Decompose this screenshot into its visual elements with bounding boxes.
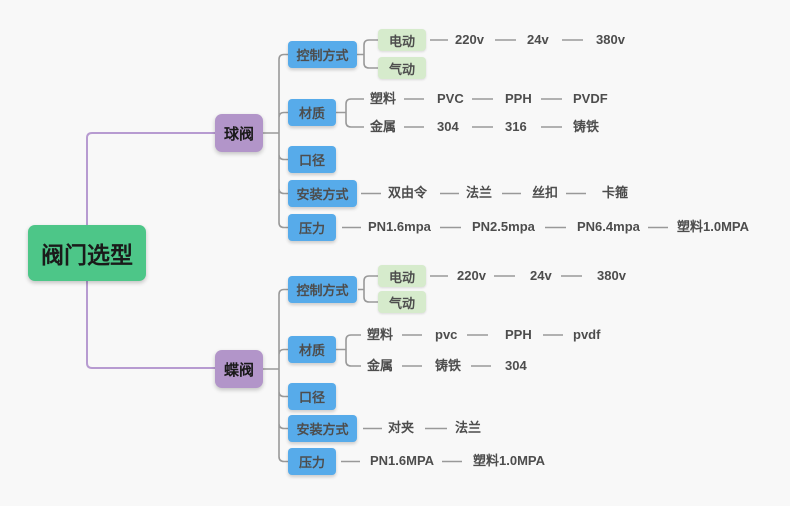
leaf-node[interactable]: 丝扣 [532, 185, 559, 200]
leaf-connectors [341, 39, 668, 463]
leaf-node[interactable]: PN2.5mpa [472, 219, 535, 234]
leaf-node[interactable]: 塑料1.0MPA [473, 453, 545, 468]
leaf-node[interactable]: 220v [455, 32, 484, 47]
fork-connectors [335, 39, 378, 367]
leaf-node[interactable]: 304 [505, 358, 527, 373]
leaf-node[interactable]: 塑料 [367, 327, 394, 342]
leaf-node[interactable]: 法兰 [466, 185, 493, 200]
leaf-node[interactable]: 24v [530, 268, 552, 283]
ball-valve-bus-connector [263, 53, 288, 229]
branch-ball-valve[interactable]: 球阀 [215, 114, 263, 152]
leaf-node[interactable]: PN1.6MPA [370, 453, 435, 468]
leaf-node[interactable]: 塑料1.0MPA [677, 219, 749, 234]
topic-butterfly-material[interactable]: 材质 [288, 336, 336, 363]
leaf-node[interactable]: 卡箍 [602, 185, 629, 200]
topic-ball-diameter[interactable]: 口径 [288, 146, 336, 173]
topic-butterfly-control-mode[interactable]: 控制方式 [288, 276, 357, 303]
butterfly-valve-bus-connector [263, 288, 288, 463]
leaf-node[interactable]: PVC [437, 91, 464, 106]
leaf-node[interactable]: pvdf [573, 327, 601, 342]
leaf-node[interactable]: 380v [597, 268, 626, 283]
leaf-node[interactable]: 铸铁 [435, 358, 462, 373]
leaf-node[interactable]: 220v [457, 268, 486, 283]
subtopic-butterfly-electric[interactable]: 电动 [378, 265, 426, 287]
leaf-node[interactable]: 塑料 [370, 91, 397, 106]
leaf-node[interactable]: PVDF [573, 91, 608, 106]
leaf-node[interactable]: 380v [596, 32, 625, 47]
topic-butterfly-pressure[interactable]: 压力 [288, 448, 336, 475]
leaf-node[interactable]: 24v [527, 32, 549, 47]
topic-butterfly-installation[interactable]: 安装方式 [288, 415, 357, 442]
branch-butterfly-valve[interactable]: 蝶阀 [215, 350, 263, 388]
subtopic-ball-electric[interactable]: 电动 [378, 29, 426, 51]
leaf-node[interactable]: 316 [505, 119, 527, 134]
topic-ball-material[interactable]: 材质 [288, 99, 336, 126]
topic-ball-pressure[interactable]: 压力 [288, 214, 336, 241]
root-topic-valve-selection[interactable]: 阀门选型 [28, 225, 146, 281]
subtopic-ball-pneumatic[interactable]: 气动 [378, 57, 426, 79]
leaf-node[interactable]: PN1.6mpa [368, 219, 431, 234]
topic-ball-installation[interactable]: 安装方式 [288, 180, 357, 207]
leaf-node[interactable]: 金属 [367, 358, 394, 373]
leaf-node[interactable]: PN6.4mpa [577, 219, 640, 234]
leaf-node[interactable]: 304 [437, 119, 459, 134]
leaf-node[interactable]: 对夹 [388, 420, 415, 435]
leaf-node[interactable]: 铸铁 [573, 119, 600, 134]
leaf-node[interactable]: 金属 [370, 119, 397, 134]
subtopic-butterfly-pneumatic[interactable]: 气动 [378, 291, 426, 313]
leaf-node[interactable]: PPH [505, 91, 532, 106]
leaf-node[interactable]: pvc [435, 327, 458, 342]
topic-ball-control-mode[interactable]: 控制方式 [288, 41, 357, 68]
leaf-node[interactable]: PPH [505, 327, 532, 342]
leaf-node[interactable]: 双由令 [388, 185, 428, 200]
topic-butterfly-diameter[interactable]: 口径 [288, 383, 336, 410]
leaf-node[interactable]: 法兰 [455, 420, 482, 435]
